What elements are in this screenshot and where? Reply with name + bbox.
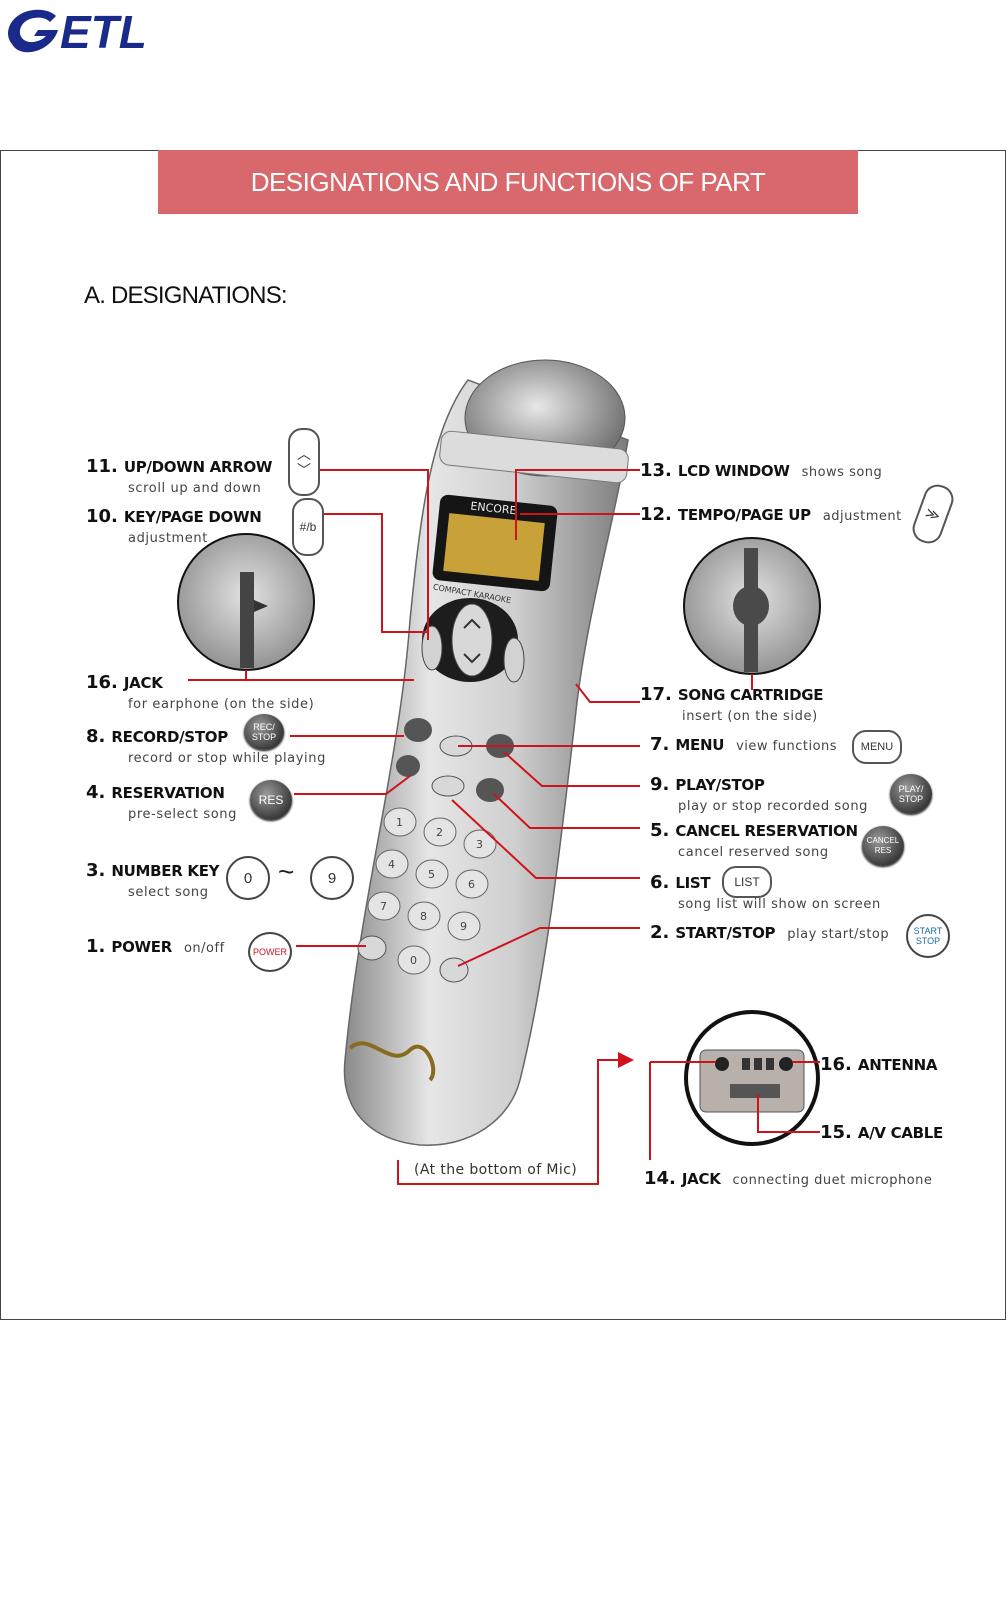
up-down-arrow-button[interactable]: ︿﹀ bbox=[288, 428, 320, 496]
label-key-page-down: 10.KEY/PAGE DOWN adjustment bbox=[86, 506, 262, 546]
bottom-note: (At the bottom of Mic) bbox=[414, 1162, 577, 1178]
chevron-down-icon: ﹀ bbox=[297, 462, 311, 478]
start-stop-button[interactable]: START STOP bbox=[906, 914, 950, 958]
reservation-button[interactable]: RES bbox=[250, 780, 292, 820]
logo-text: ETL bbox=[60, 6, 147, 56]
menu-button[interactable]: MENU bbox=[852, 730, 902, 764]
number-key-0-button[interactable]: 0 bbox=[226, 856, 270, 900]
banner-title: DESIGNATIONS AND FUNCTIONS OF PART bbox=[158, 150, 858, 214]
chevron-up-icon: ︿ bbox=[297, 446, 311, 462]
label-antenna: 16.ANTENNA bbox=[820, 1054, 937, 1075]
label-record-stop: 8.RECORD/STOP record or stop while playi… bbox=[86, 726, 326, 766]
label-jack-earphone: 16.JACK for earphone (on the side) bbox=[86, 672, 314, 712]
label-av-cable: 15.A/V CABLE bbox=[820, 1122, 943, 1143]
power-button[interactable]: POWER bbox=[248, 932, 292, 972]
etl-swoosh-icon: ETL bbox=[2, 4, 172, 56]
record-stop-button[interactable]: REC/ STOP bbox=[244, 714, 284, 750]
key-page-down-button[interactable]: #/b bbox=[292, 498, 324, 556]
cancel-reservation-button[interactable]: CANCEL RES bbox=[862, 826, 904, 866]
label-reservation: 4.RESERVATION pre-select song bbox=[86, 782, 237, 822]
label-song-cartridge: 17.SONG CARTRIDGE insert (on the side) bbox=[640, 684, 823, 724]
label-play-stop: 9.PLAY/STOP play or stop recorded song bbox=[650, 774, 868, 814]
label-number-key: 3.NUMBER KEY select song bbox=[86, 860, 219, 900]
number-key-9-button[interactable]: 9 bbox=[310, 856, 354, 900]
label-cancel-reservation: 5.CANCEL RESERVATION cancel reserved son… bbox=[650, 820, 858, 860]
label-up-down-arrow: 11.UP/DOWN ARROW scroll up and down bbox=[86, 456, 272, 496]
list-button[interactable]: LIST bbox=[722, 866, 772, 898]
play-stop-button[interactable]: PLAY/ STOP bbox=[890, 774, 932, 814]
range-separator: ~ bbox=[278, 856, 294, 888]
etl-logo: ETL bbox=[2, 4, 172, 56]
section-title: A. DESIGNATIONS: bbox=[84, 282, 287, 310]
